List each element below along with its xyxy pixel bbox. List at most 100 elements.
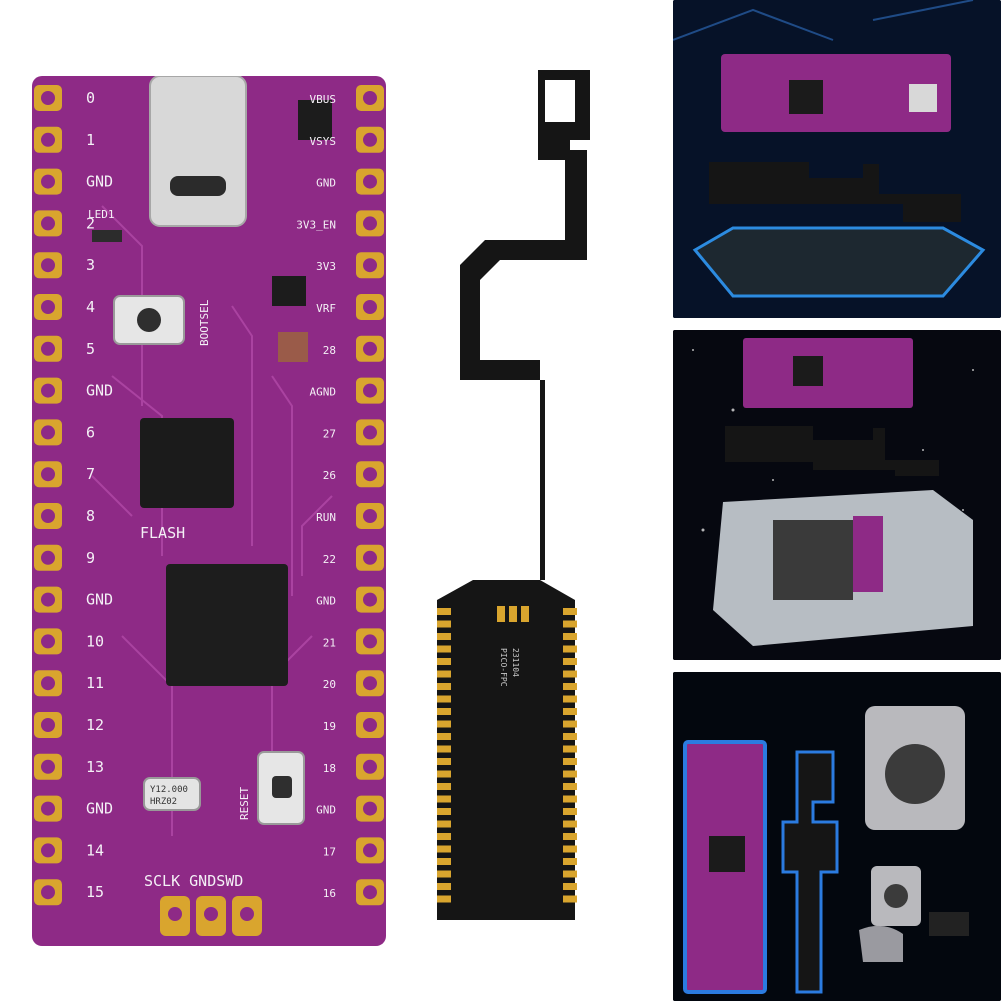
right-pin-label: 3V3_EN bbox=[296, 218, 336, 231]
right-pin-label: 3V3 bbox=[316, 260, 336, 273]
right-pin-hole bbox=[363, 634, 377, 649]
left-pin-hole bbox=[41, 885, 55, 900]
panel-product-on-pedestal bbox=[673, 0, 1001, 318]
flex-pad-right bbox=[563, 670, 577, 678]
power-ic bbox=[272, 276, 306, 306]
flex-pad-right bbox=[563, 620, 577, 628]
right-pin-label: 26 bbox=[323, 469, 336, 482]
flex-pad-right bbox=[563, 733, 577, 740]
led-component bbox=[92, 230, 122, 242]
right-pin-hole bbox=[363, 843, 377, 858]
left-pin-hole bbox=[41, 550, 55, 565]
right-pin-hole bbox=[363, 550, 377, 565]
flex-pad-right bbox=[563, 608, 577, 615]
panel-product-with-gamecube-console bbox=[673, 672, 1001, 1001]
flex-pad-left bbox=[437, 708, 451, 715]
right-pin-hole bbox=[363, 132, 377, 147]
left-pin-hole bbox=[41, 341, 55, 356]
left-pin-hole bbox=[41, 174, 55, 189]
flex-pad-right bbox=[563, 833, 577, 840]
panel2-board bbox=[743, 338, 913, 408]
left-pin-label: 0 bbox=[86, 89, 95, 107]
right-pin-label: AGND bbox=[310, 386, 337, 399]
right-pin-hole bbox=[363, 676, 377, 691]
flex-pad-left bbox=[437, 833, 451, 840]
right-pin-hole bbox=[363, 467, 377, 482]
right-pin-label: VRF bbox=[316, 302, 336, 315]
right-pin-label: 16 bbox=[323, 887, 336, 900]
flex-pad-right bbox=[563, 770, 577, 778]
flex-pad-left bbox=[437, 770, 451, 778]
flex-pad-right bbox=[563, 645, 577, 653]
left-pin-label: 10 bbox=[86, 632, 104, 650]
right-pin-hole bbox=[363, 885, 377, 900]
left-pin-label: 11 bbox=[86, 674, 104, 692]
flex-pad-right bbox=[563, 683, 577, 690]
flex-pad-left bbox=[437, 883, 451, 890]
flex-pad-right bbox=[563, 858, 577, 865]
left-pin-hole bbox=[41, 843, 55, 858]
left-pin-label: 13 bbox=[86, 758, 104, 776]
flex-pad-left bbox=[437, 733, 451, 740]
panel1-pedestal bbox=[692, 226, 986, 298]
left-pin-label: 1 bbox=[86, 131, 95, 149]
right-pin-hole bbox=[363, 718, 377, 732]
right-pin-label: GND bbox=[316, 804, 336, 817]
right-pin-label: RUN bbox=[316, 511, 336, 524]
right-pin-label: 17 bbox=[323, 845, 336, 858]
right-pin-hole bbox=[363, 592, 377, 607]
flex-pad-left bbox=[437, 633, 451, 640]
flex-pad-left bbox=[437, 620, 451, 628]
right-pin-hole bbox=[363, 759, 377, 774]
flex-pad-left bbox=[437, 845, 451, 853]
left-pin-hole bbox=[41, 300, 55, 314]
flex-cable-body bbox=[437, 150, 587, 920]
flex-connector-pads bbox=[437, 608, 577, 903]
flex-pad-right bbox=[563, 883, 577, 890]
flex-pad-left bbox=[437, 683, 451, 690]
panel1-flex-connector bbox=[709, 162, 809, 204]
flex-pad-left bbox=[437, 795, 451, 803]
flex-pad-right bbox=[563, 658, 577, 665]
panel3-flex-cable bbox=[781, 750, 839, 994]
left-pin-hole bbox=[41, 509, 55, 523]
flex-pad-left bbox=[437, 870, 451, 878]
left-pin-label: GND bbox=[86, 591, 113, 609]
right-pin-hole bbox=[363, 300, 377, 314]
right-pin-hole bbox=[363, 216, 377, 231]
left-pin-hole bbox=[41, 467, 55, 482]
flex-pad-left bbox=[437, 783, 451, 790]
left-pin-hole bbox=[41, 759, 55, 774]
led-label: LED1 bbox=[88, 208, 115, 221]
panel3-controller bbox=[859, 925, 903, 962]
flex-pad-right bbox=[563, 745, 577, 753]
left-pin-hole bbox=[41, 425, 55, 440]
right-pin-label: VSYS bbox=[310, 135, 337, 148]
flex-pad-right bbox=[563, 708, 577, 715]
left-pin-label: 4 bbox=[86, 298, 95, 316]
right-pin-hole bbox=[363, 801, 377, 816]
regulator-chip bbox=[298, 100, 332, 140]
flex-pad-right bbox=[563, 633, 577, 640]
right-pin-label: 28 bbox=[323, 344, 336, 357]
flex-pad-left bbox=[437, 820, 451, 828]
crystal-label-1: Y12.000 bbox=[150, 785, 188, 795]
left-pin-label: GND bbox=[86, 800, 113, 818]
flex-pad-right bbox=[563, 795, 577, 803]
flash-label: FLASH bbox=[140, 524, 185, 542]
right-pin-hole bbox=[363, 425, 377, 440]
flex-pad-right bbox=[563, 720, 577, 728]
rp2040-chip bbox=[166, 564, 288, 686]
pico-board: LED1 BOOTSEL FLASH RESET Y12.000 HRZ02 S… bbox=[32, 76, 386, 946]
flex-pad-left bbox=[437, 645, 451, 653]
left-pin-label: 15 bbox=[86, 883, 104, 901]
flash-chip bbox=[140, 418, 234, 508]
reset-button bbox=[272, 776, 292, 798]
left-pin-label: GND bbox=[86, 173, 113, 191]
right-pin-label: VBUS bbox=[310, 93, 337, 106]
right-pin-labels: VBUSVSYSGND3V3_EN3V3VRF28AGND2726RUN22GN… bbox=[296, 93, 336, 900]
swd-pads bbox=[160, 896, 262, 936]
left-pin-hole bbox=[41, 258, 55, 273]
right-pin-pads bbox=[356, 85, 384, 906]
